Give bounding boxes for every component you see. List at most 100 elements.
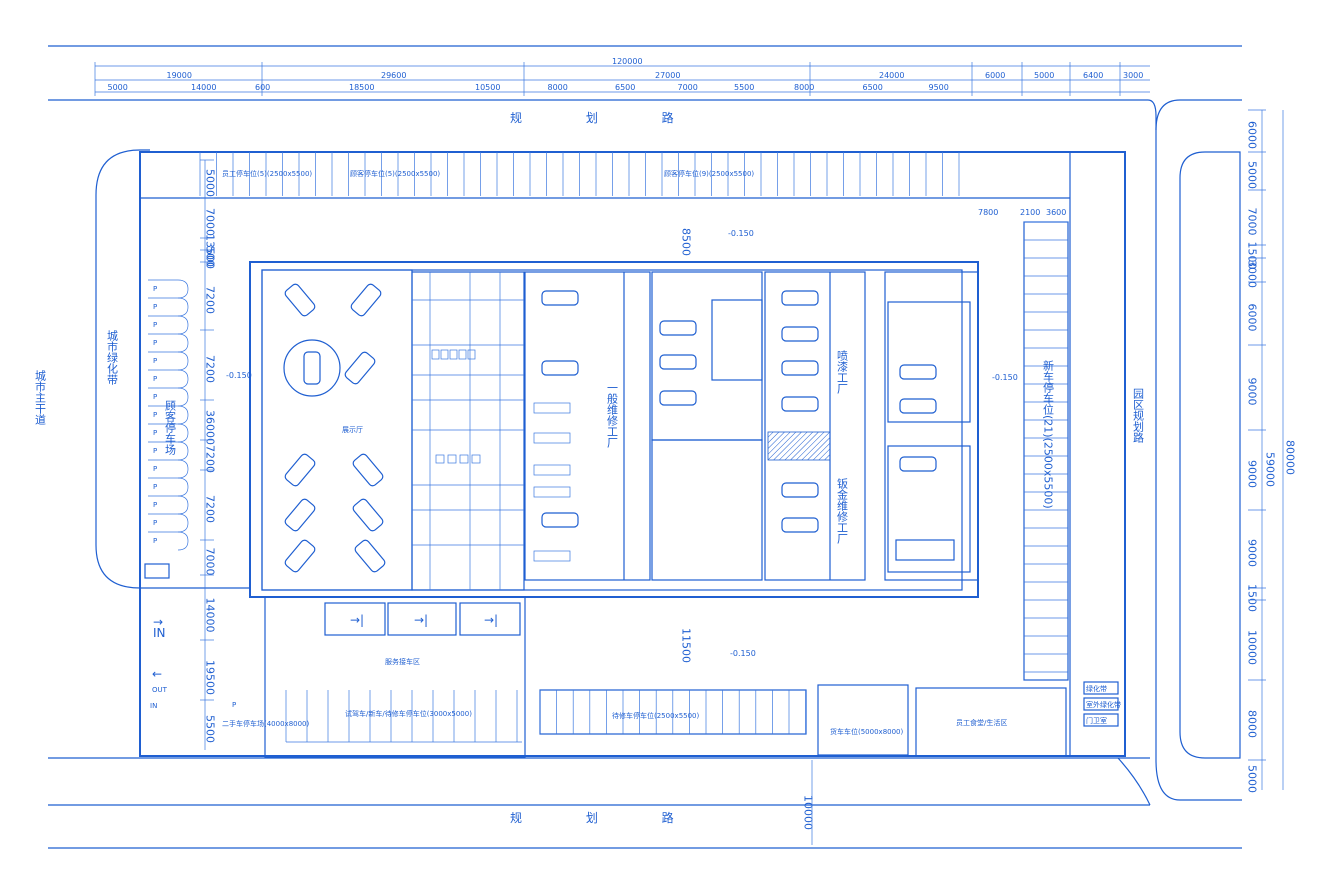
- dim-top-row2-value: 8000: [548, 83, 568, 92]
- dim-right-value: 8000: [1246, 710, 1259, 738]
- service-arrow-2: →|: [414, 613, 428, 627]
- dim-top-row2-value: 10500: [475, 83, 500, 92]
- left-parking-label: 顾客停车场: [164, 400, 177, 456]
- elev-2: -0.150: [226, 371, 252, 380]
- dim-right-value: 5000: [1246, 161, 1259, 189]
- dim-center-4: 2100: [1020, 208, 1040, 217]
- parking-p: P: [153, 303, 157, 311]
- out-label: OUT: [152, 686, 168, 694]
- dim-right: 6000500070001500300060009000900090001500…: [1246, 109, 1266, 793]
- dim-left-value: 500: [204, 246, 217, 267]
- site-boundary: [139, 151, 1126, 757]
- in-label: IN: [153, 626, 166, 640]
- dim-left-value: 14000: [204, 598, 217, 633]
- parking-p: P: [153, 357, 157, 365]
- dim-top-row2-value: 600: [255, 83, 270, 92]
- dim-left-value: 13500: [204, 234, 217, 269]
- ext-parking-label: 二手车停车场(4000x8000): [222, 719, 310, 728]
- body-shop-label: 钣金维修工厂: [836, 477, 849, 544]
- parking-top-c: 顾客停车位(9)(2500x5500): [664, 169, 754, 178]
- bottom-parking: [539, 689, 807, 735]
- dim-right-total-1: 59000: [1264, 452, 1277, 487]
- dim-top-row2-value: 14000: [191, 83, 216, 92]
- dim-top-row2-value: 5000: [108, 83, 128, 92]
- parking-p: P: [153, 393, 157, 401]
- dim-top-row2-value: 9500: [929, 83, 949, 92]
- out-arrow: ←: [152, 667, 162, 681]
- dim-left-value: 7000: [204, 208, 217, 236]
- legend-right-1: 绿化带: [1086, 684, 1107, 693]
- dim-bottom-center: 10000: [802, 795, 815, 830]
- dim-top-row2-value: 5500: [734, 83, 754, 92]
- showroom-cars: [284, 283, 386, 573]
- repair-cars: [533, 290, 937, 562]
- left-road-label: 城市主干道: [34, 370, 47, 425]
- right-road-label: 园区规划路: [1132, 388, 1145, 444]
- parking-p: P: [153, 375, 157, 383]
- dim-top-row1-value: 6000: [985, 71, 1005, 80]
- parking-p: P: [153, 465, 157, 473]
- dim-left-value: 7000: [204, 548, 217, 576]
- parking-right-label: 新车停车位(21)(2500x5500): [1042, 359, 1055, 509]
- parking-p: P: [153, 429, 157, 437]
- road-bottom-label: 规 划 路: [510, 810, 704, 825]
- dim-left-value: 7200: [204, 495, 217, 523]
- dim-top-row1-value: 24000: [879, 71, 904, 80]
- dim-center-3: 7800: [978, 208, 998, 217]
- dim-top-row2-value: 7000: [678, 83, 698, 92]
- service-arrow-3: →|: [484, 613, 498, 627]
- dim-right-value: 9000: [1246, 539, 1259, 567]
- dim-top-row1-value: 3000: [1123, 71, 1143, 80]
- dim-top-row2-value: 6500: [863, 83, 883, 92]
- dim-right-value: 7000: [1246, 208, 1259, 236]
- dim-top-row1-value: 29600: [381, 71, 406, 80]
- dim-right-value: 5000: [1246, 765, 1259, 793]
- dim-left: 5000700013500500720072003600072007200700…: [200, 159, 217, 743]
- general-repair-label: 一般维修工厂: [606, 382, 619, 448]
- dim-left-value: 36000: [204, 410, 217, 445]
- dim-center-2: 11500: [680, 628, 693, 663]
- paint-shop-label: 喷漆工厂: [836, 350, 849, 394]
- general-repair: [524, 271, 651, 581]
- p-label: P: [232, 701, 236, 709]
- dim-top-row2-value: 6500: [615, 83, 635, 92]
- dim-right-value: 9000: [1246, 378, 1259, 406]
- showroom: [261, 269, 413, 591]
- dim-right-value: 9000: [1246, 460, 1259, 488]
- dim-left-value: 5500: [204, 715, 217, 743]
- road-top-label: 规 划 路: [510, 110, 704, 125]
- dim-top-row1-value: 6400: [1083, 71, 1103, 80]
- dim-top-total: 120000: [612, 57, 643, 66]
- office-area: [411, 271, 525, 591]
- parking-p: P: [153, 285, 157, 293]
- right-parking: [1023, 221, 1069, 681]
- dim-top-row2-value: 8000: [794, 83, 814, 92]
- in-sub-label: IN: [150, 702, 157, 710]
- parking-top-b: 顾客停车位(5)(2500x5500): [350, 169, 440, 178]
- service-arrow-1: →|: [350, 613, 364, 627]
- dim-right-value: 3000: [1246, 260, 1259, 288]
- dim-top-row2-value: 18500: [349, 83, 374, 92]
- staff-area-label: 员工食堂/生活区: [956, 718, 1007, 727]
- parking-p: P: [153, 483, 157, 491]
- in-arrow: →: [153, 615, 163, 629]
- dim-top-row1-value: 19000: [167, 71, 192, 80]
- dim-right-value: 6000: [1246, 121, 1259, 149]
- elev-4: -0.150: [730, 649, 756, 658]
- parking-bottom-label: 待修车停车位(2500x5500): [612, 711, 700, 720]
- parking-p: P: [153, 321, 157, 329]
- dim-right-value: 1500: [1246, 584, 1259, 612]
- parking-truck-label: 货车车位(5000x8000): [830, 727, 904, 736]
- showroom-label: 展示厅: [342, 426, 363, 434]
- parking-p: P: [153, 537, 157, 545]
- parking-p: P: [153, 339, 157, 347]
- dim-center-1: 8500: [680, 228, 693, 256]
- body-shop: [764, 271, 866, 581]
- dim-left-value: 5000: [204, 169, 217, 197]
- legend-right-3: 门卫室: [1086, 716, 1107, 725]
- parking-p: P: [153, 447, 157, 455]
- legend-right-2: 室外绿化带: [1086, 700, 1121, 709]
